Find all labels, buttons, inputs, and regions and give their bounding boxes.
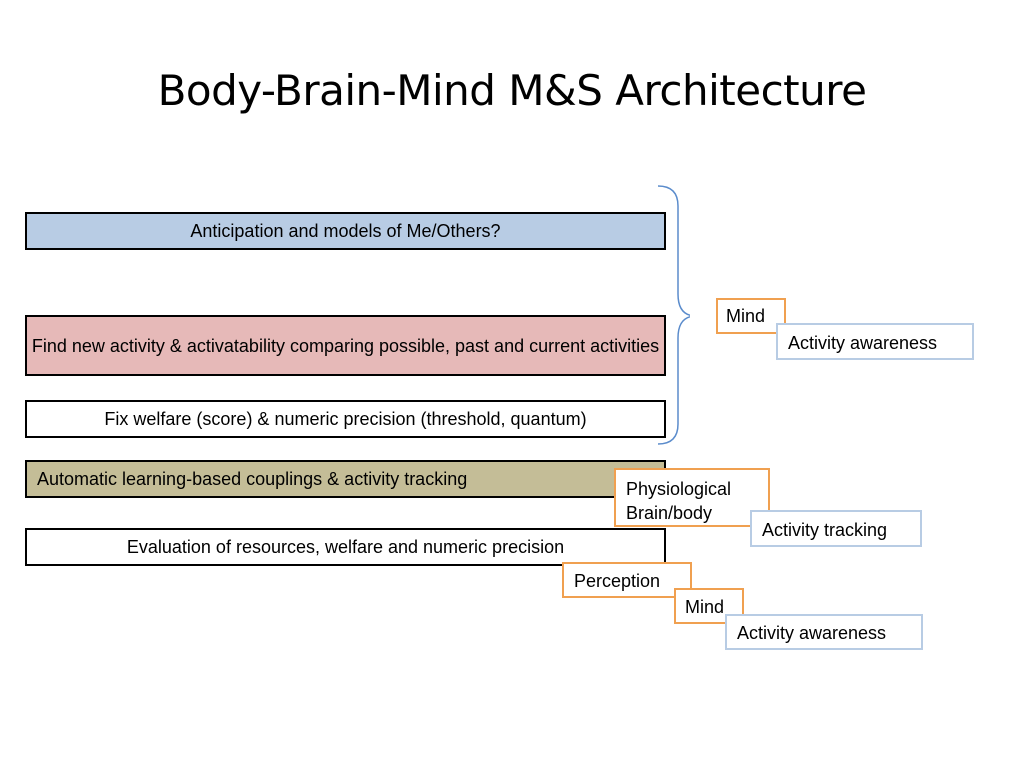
tag-activity-tracking: Activity tracking <box>750 510 922 547</box>
tag-activity-tracking-label: Activity tracking <box>762 520 888 540</box>
layer-automatic-learning: Automatic learning-based couplings & act… <box>25 460 666 498</box>
layer-evaluation-label: Evaluation of resources, welfare and num… <box>126 537 565 557</box>
tag-mind-top-label: Mind <box>726 306 766 326</box>
tag-physiological: Physiological Brain/body <box>614 468 770 527</box>
layer-find-new-activity-label: Find new activity & activatability compa… <box>31 335 660 356</box>
tag-activity-awareness-top: Activity awareness <box>776 323 974 360</box>
layer-anticipation-label: Anticipation and models of Me/Others? <box>190 221 501 241</box>
tag-physiological-label: Physiological Brain/body <box>626 479 732 523</box>
tag-activity-awareness-bottom-label: Activity awareness <box>737 623 887 643</box>
curly-brace <box>657 185 690 445</box>
tag-perception: Perception <box>562 562 692 598</box>
layer-anticipation: Anticipation and models of Me/Others? <box>25 212 666 250</box>
layer-find-new-activity: Find new activity & activatability compa… <box>25 315 666 376</box>
tag-mind-bottom-label: Mind <box>685 597 725 617</box>
page-title: Body-Brain-Mind M&S Architecture <box>157 66 867 115</box>
layer-fix-welfare-label: Fix welfare (score) & numeric precision … <box>104 409 587 429</box>
layer-fix-welfare: Fix welfare (score) & numeric precision … <box>25 400 666 438</box>
layer-evaluation: Evaluation of resources, welfare and num… <box>25 528 666 566</box>
tag-mind-top: Mind <box>716 298 786 334</box>
tag-activity-awareness-bottom: Activity awareness <box>725 614 923 650</box>
tag-perception-label: Perception <box>574 571 661 591</box>
tag-activity-awareness-top-label: Activity awareness <box>788 333 938 353</box>
layer-automatic-learning-label: Automatic learning-based couplings & act… <box>37 469 468 489</box>
